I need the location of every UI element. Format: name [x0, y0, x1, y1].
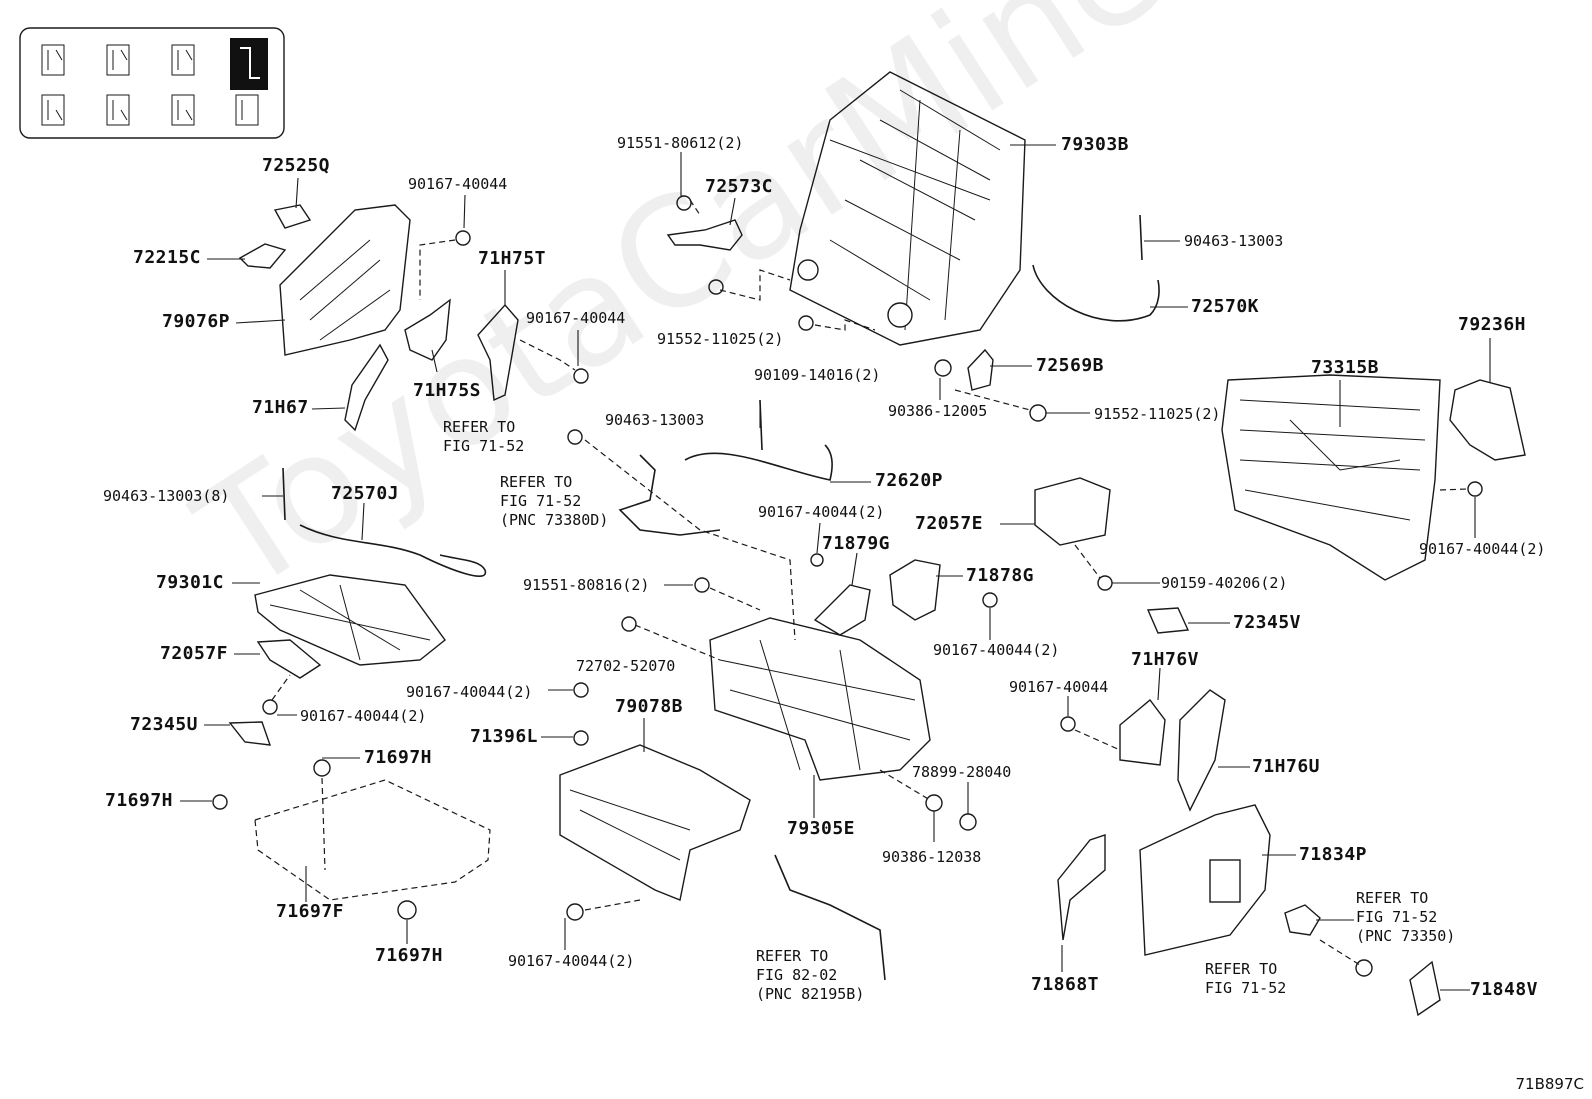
label-72525q: 72525Q — [262, 155, 331, 176]
label-90463-13003-8: 90463-13003(8) — [103, 487, 230, 505]
diagram-code: 71B897C — [1515, 1075, 1584, 1093]
label-90386-12038: 90386-12038 — [882, 848, 982, 866]
leader-lines — [180, 144, 1491, 991]
label-91551-80816: 91551-80816(2) — [523, 576, 650, 594]
cable-72570j — [299, 524, 487, 578]
label-72702-52070: 72702-52070 — [576, 657, 676, 675]
label-71697h-c: 71697H — [375, 945, 444, 966]
cover-71848v — [1409, 960, 1441, 1017]
label-71697f: 71697F — [276, 901, 345, 922]
label-72057f: 72057F — [160, 643, 229, 664]
cover-71h75s — [404, 298, 451, 361]
bracket-79236h — [1449, 379, 1526, 461]
label-90167-40044-h: 90167-40044(2) — [508, 952, 635, 970]
cover-71h76v — [1119, 698, 1166, 766]
shield-71834p — [1139, 804, 1271, 956]
label-79078b: 79078B — [615, 696, 684, 717]
label-71h76v: 71H76V — [1131, 649, 1200, 670]
label-79301c: 79301C — [156, 572, 225, 593]
cover-71879g — [813, 584, 871, 636]
label-72620p: 72620P — [875, 470, 944, 491]
label-90167-40044-g: 90167-40044(2) — [406, 683, 533, 701]
label-71834p: 71834P — [1299, 844, 1368, 865]
tie-90463-8 — [282, 467, 286, 521]
cushion-assembly-73315b — [1221, 374, 1441, 581]
label-71848v: 71848V — [1470, 979, 1539, 1000]
dashed-connectors — [271, 199, 1469, 966]
label-90159-40206: 90159-40206(2) — [1161, 574, 1288, 592]
seat-frame-79305e — [709, 617, 931, 781]
label-71879g: 71879G — [822, 533, 891, 554]
cable-72620p — [684, 444, 833, 481]
label-71396l: 71396L — [470, 726, 539, 747]
cover-71697f — [254, 779, 491, 901]
cable-72570k — [1032, 264, 1160, 322]
label-71697h-a: 71697H — [364, 747, 433, 768]
label-78899-28040: 78899-28040 — [912, 763, 1012, 781]
cover-71h76u — [1177, 689, 1226, 812]
label-91551-80612: 91551-80612(2) — [617, 134, 744, 152]
side-shield — [238, 204, 411, 356]
label-72215c: 72215C — [133, 247, 202, 268]
label-71h75t: 71H75T — [478, 248, 547, 269]
label-72057e: 72057E — [915, 513, 984, 534]
label-72569b: 72569B — [1036, 355, 1105, 376]
label-73315b: 73315B — [1311, 357, 1380, 378]
label-71878g: 71878G — [966, 565, 1035, 586]
label-79303b: 79303B — [1061, 134, 1130, 155]
label-72570k: 72570K — [1191, 296, 1260, 317]
shield-71834p-window — [1209, 859, 1241, 903]
label-90167-40044-d: 90167-40044(2) — [300, 707, 427, 725]
label-72345u: 72345U — [130, 714, 199, 735]
cushion-frame-79301c — [254, 574, 446, 666]
label-90167-40044-e: 90167-40044(2) — [758, 503, 885, 521]
recliner-72057f — [256, 639, 322, 679]
bracket-72573c — [666, 219, 743, 251]
label-90167-40044-a: 90167-40044 — [408, 175, 508, 193]
cover-72345v — [1146, 607, 1190, 634]
label-71h75s: 71H75S — [413, 380, 482, 401]
label-72570j: 72570J — [331, 483, 400, 504]
label-91552-11025-b: 91552-11025(2) — [1094, 405, 1221, 423]
label-90109-14016: 90109-14016(2) — [754, 366, 881, 384]
label-71h76u: 71H76U — [1252, 756, 1321, 777]
label-90463-13003-a: 90463-13003 — [1184, 232, 1284, 250]
harness-73380d — [618, 454, 721, 536]
label-90167-40044-b: 90167-40044 — [526, 309, 626, 327]
label-79076p: 79076P — [162, 311, 231, 332]
label-90386-12005: 90386-12005 — [888, 402, 988, 420]
harness-82195b — [774, 854, 886, 981]
recliner-72057e — [1034, 477, 1111, 546]
bracket-71h67 — [344, 343, 389, 432]
fasteners — [212, 195, 1483, 977]
cover-71h75t — [477, 303, 519, 402]
label-79236h: 79236H — [1458, 314, 1527, 335]
label-71697h-b: 71697H — [105, 790, 174, 811]
label-91552-11025-a: 91552-11025(2) — [657, 330, 784, 348]
label-90167-40044-i: 90167-40044 — [1009, 678, 1109, 696]
label-90167-40044-c: 90167-40044(2) — [1419, 540, 1546, 558]
label-71868t: 71868T — [1031, 974, 1100, 995]
tie-90463-a — [1139, 214, 1143, 261]
cover-71868t — [1057, 834, 1106, 941]
bracket-71878g — [889, 559, 941, 621]
under-tray-79078b — [559, 744, 751, 901]
label-90167-40044-f: 90167-40044(2) — [933, 641, 1060, 659]
label-72345v: 72345V — [1233, 612, 1302, 633]
cover-72345u — [228, 721, 272, 746]
label-90463-13003-b: 90463-13003 — [605, 411, 705, 429]
label-71h67: 71H67 — [252, 397, 309, 418]
label-72573c: 72573C — [705, 176, 774, 197]
label-79305e: 79305E — [787, 818, 856, 839]
buckle-73350 — [1284, 904, 1321, 936]
seat-back-frame — [789, 71, 1026, 346]
bracket-72569b — [967, 348, 994, 391]
seat-locator-icon — [19, 27, 285, 139]
